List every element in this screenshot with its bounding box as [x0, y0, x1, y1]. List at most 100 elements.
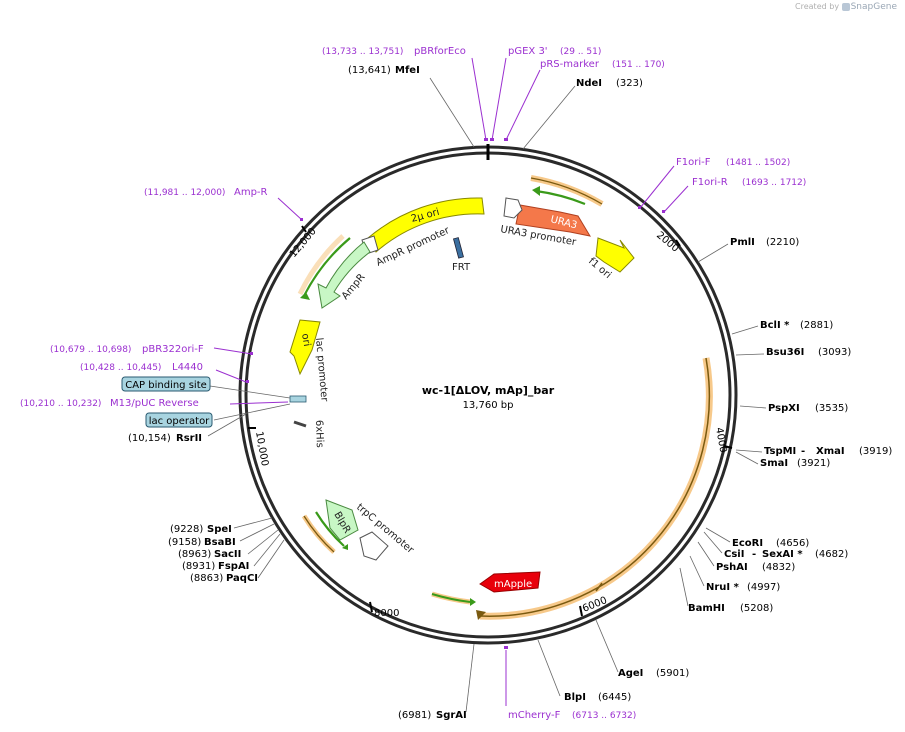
enzyme-labels: (13,641) MfeI NdeI (323) PmlI (2210) Bcl… — [128, 65, 892, 721]
leader-rsrii — [207, 413, 247, 437]
mfei-coord: (13,641) — [348, 65, 391, 76]
sacii-coord: (8963) — [178, 549, 211, 560]
pspxi-name: PspXI — [768, 403, 800, 414]
leader-pspxi — [739, 405, 767, 409]
tspmi-coord: (3919) — [859, 446, 892, 457]
blpi-name: BlpI — [564, 692, 586, 703]
nrui-name: NruI * — [706, 582, 740, 593]
credit-prefix: Created by — [795, 2, 840, 11]
leader-sgrai — [465, 643, 475, 713]
pgex3-coord: (29 .. 51) — [560, 47, 601, 57]
tick-4000 — [723, 445, 733, 449]
dot-pbrforeco — [484, 138, 488, 141]
leader-pmli — [697, 243, 729, 263]
blpr-green-arrow — [315, 511, 345, 547]
two-micron-ori-feature — [367, 197, 485, 253]
paqci-coord: (8863) — [190, 573, 223, 584]
credit-brand: SnapGene — [850, 2, 897, 12]
ura3-promoter-arrow — [503, 197, 523, 219]
tick-12000 — [301, 225, 307, 233]
sexai-name: SexAI * — [762, 549, 803, 560]
ura3-green-arrowhead — [532, 186, 540, 196]
orf-arc-break — [595, 582, 603, 592]
bsabi-name: BsaBI — [204, 537, 236, 548]
ndei-name: NdeI — [576, 78, 602, 89]
pspxi-coord: (3535) — [815, 403, 848, 414]
leader-pgex3 — [491, 57, 507, 141]
tick-label-8000: 8000 — [374, 608, 399, 619]
tick-8000 — [369, 601, 373, 613]
ndei-coord: (323) — [616, 78, 643, 89]
lac-operator-box — [145, 412, 213, 428]
leader-ndei — [522, 85, 576, 150]
f1ori-f-coord: (1481 .. 1502) — [726, 158, 790, 168]
leader-pbr322ori-f — [213, 347, 253, 355]
trpc-promoter-arrow — [359, 531, 389, 561]
leader-nrui — [689, 555, 705, 587]
tick-6000 — [579, 605, 583, 617]
bsabi-coord: (9158) — [168, 537, 201, 548]
leader-pshai — [697, 541, 715, 567]
blpr-orf-line — [303, 515, 335, 553]
spei-coord: (9228) — [170, 524, 203, 535]
primer-leader-lines — [213, 57, 689, 706]
leader-f1ori-r — [663, 185, 689, 213]
bamhi-coord: (5208) — [740, 603, 773, 614]
pshai-name: PshAI — [716, 562, 748, 573]
dot-f1ori-f — [638, 206, 641, 209]
pbrforeco-name: pBRforEco — [414, 46, 466, 57]
leader-sacii — [247, 529, 279, 555]
leader-f1ori-f — [639, 165, 675, 209]
mapple-feature — [479, 571, 541, 593]
bsu36i-name: Bsu36I — [766, 347, 804, 358]
tick-2000 — [675, 239, 681, 247]
leader-tspmi — [735, 449, 763, 453]
leader-amp-r — [277, 197, 303, 221]
leader-spei — [233, 517, 273, 529]
leader-bsu36i — [735, 353, 765, 356]
mcherry-f-name: mCherry-F — [508, 710, 561, 721]
blpr-green-arrowhead — [342, 544, 348, 550]
spei-name: SpeI — [207, 524, 232, 535]
bcli-name: BclI * — [760, 320, 790, 331]
ecori-coord: (4656) — [776, 538, 809, 549]
lac-promoter-label: lac promoter — [313, 337, 330, 403]
primer-labels: (13,733 .. 13,751) pBRforEco pGEX 3' (29… — [20, 46, 806, 721]
plasmid-name: wc-1[ΔLOV, mAp]_bar — [422, 384, 555, 397]
leader-ecori — [705, 527, 731, 543]
ori-feature — [289, 319, 321, 376]
amp-r-coord: (11,981 .. 12,000) — [144, 188, 225, 198]
ura3-orf-line — [530, 177, 603, 205]
pmli-name: PmlI — [730, 237, 755, 248]
leader-bamhi — [679, 567, 689, 607]
leader-agei — [595, 619, 619, 673]
dot-l4440 — [246, 380, 249, 383]
xmai-name: XmaI — [816, 446, 845, 457]
frt-label: FRT — [452, 262, 471, 273]
pmli-coord: (2210) — [766, 237, 799, 248]
smai-name: SmaI — [760, 458, 788, 469]
f1-ori-feature — [595, 237, 635, 273]
prs-marker-coord: (151 .. 170) — [612, 60, 665, 70]
blpi-coord: (6445) — [598, 692, 631, 703]
rsrii-coord: (10,154) — [128, 433, 171, 444]
plasmid-size: 13,760 bp — [463, 400, 514, 411]
leader-l4440 — [215, 369, 247, 383]
mapple-label: mApple — [494, 579, 532, 590]
prs-marker-name: pRS-marker — [540, 59, 600, 70]
leader-paqci — [257, 539, 285, 579]
mapple-green-arrow — [431, 593, 471, 603]
sacii-name: SacII — [214, 549, 241, 560]
paqci-name: PaqCI — [226, 573, 258, 584]
lac-operator-marker — [289, 395, 307, 403]
f1ori-r-coord: (1693 .. 1712) — [742, 178, 806, 188]
dot-f1ori-r — [662, 210, 665, 213]
fspai-coord: (8931) — [182, 561, 215, 572]
tick-label-4000: 4000 — [713, 427, 728, 454]
l4440-coord: (10,428 .. 10,445) — [80, 363, 161, 373]
cap-binding-site-box — [121, 376, 211, 392]
sgrai-coord: (6981) — [398, 710, 431, 721]
leader-lac-operator — [213, 403, 291, 421]
leader-prs-marker — [505, 69, 541, 141]
